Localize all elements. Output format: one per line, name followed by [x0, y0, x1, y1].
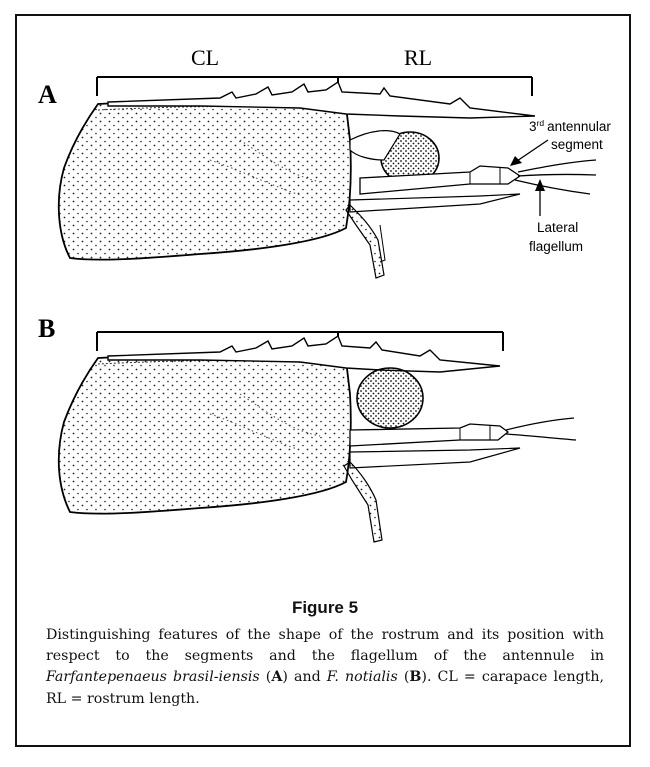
- panel-a-letter: A: [38, 80, 57, 109]
- figure-caption: Distinguishing features of the shape of …: [46, 625, 604, 710]
- rl-label: RL: [404, 45, 432, 70]
- antennule-b: [350, 424, 508, 446]
- segment-arrow: [514, 140, 548, 163]
- flagellum-annotation-line2: flagellum: [529, 239, 583, 254]
- species-b: F. notialis: [327, 669, 398, 685]
- eye-b: [357, 368, 423, 428]
- figure-title: Figure 5: [0, 598, 650, 618]
- panel-b-letter: B: [38, 314, 55, 343]
- cl-label: CL: [191, 45, 219, 70]
- carapace-b: [59, 355, 351, 514]
- segment-annotation-line2: segment: [551, 137, 603, 152]
- species-a: Farfantepenaeus brasil-iensis: [46, 669, 260, 685]
- carapace-a: [59, 101, 351, 260]
- panel-b: B: [38, 314, 576, 542]
- flagellum-annotation-line1: Lateral: [537, 220, 578, 235]
